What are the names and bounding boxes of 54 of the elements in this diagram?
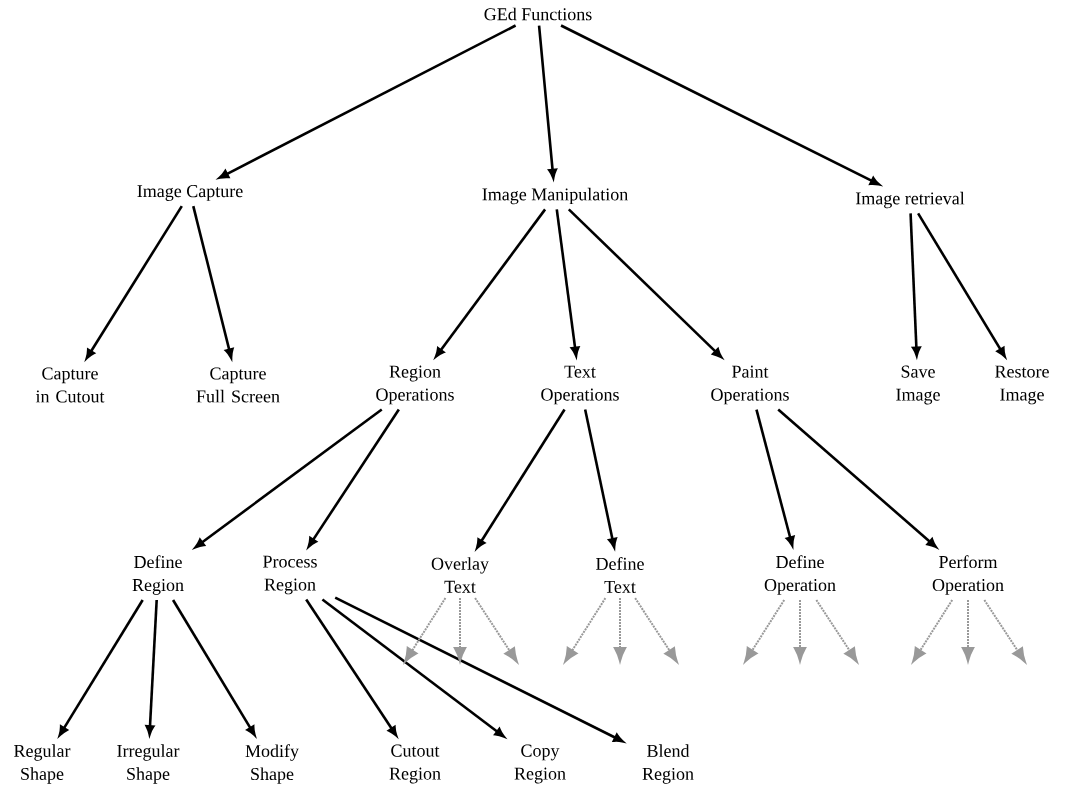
- arrow: [583, 409, 617, 549]
- dotted-arrow: [613, 597, 627, 662]
- arrow: [755, 409, 795, 547]
- arrow: [567, 208, 723, 359]
- arrow: [777, 408, 937, 548]
- node-label: Cutout Region: [389, 744, 441, 784]
- node-label: Paint Operations: [711, 365, 789, 405]
- arrow: [434, 208, 547, 358]
- node-label: Image Capture: [137, 185, 243, 201]
- dotted-arrow: [815, 598, 858, 663]
- node-label: Text Operations: [541, 365, 619, 405]
- arrow: [321, 598, 505, 738]
- arrow: [334, 596, 624, 743]
- arrow: [307, 408, 400, 548]
- node-label: Image retrieval: [855, 191, 965, 209]
- node-label: Perform Operation: [932, 555, 1004, 595]
- arrow: [145, 599, 158, 736]
- arrow: [218, 24, 517, 179]
- dotted-arrow: [404, 597, 447, 663]
- dotted-arrow: [564, 597, 607, 663]
- dotted-arrow: [634, 597, 678, 663]
- dotted-arrow: [474, 597, 518, 663]
- node-label: Restore Image: [995, 365, 1049, 405]
- arrow: [192, 205, 234, 359]
- node-label: Save Image: [896, 365, 940, 405]
- node-label: Define Operation: [764, 555, 836, 595]
- node-label: Copy Region: [514, 744, 566, 784]
- node-label: Regular Shape: [14, 744, 71, 784]
- dotted-arrow: [983, 598, 1026, 663]
- dotted-arrow: [453, 597, 467, 662]
- arrow: [194, 408, 383, 549]
- arrow: [475, 408, 566, 549]
- arrow: [909, 213, 921, 357]
- node-label: Modify Shape: [245, 744, 299, 784]
- node-label: Blend Region: [642, 744, 694, 784]
- arrow: [85, 205, 183, 360]
- arrow: [58, 599, 144, 737]
- dotted-arrow: [744, 598, 786, 663]
- node-label: Overlay Text: [431, 557, 489, 593]
- node-label: Region Operations: [376, 365, 454, 405]
- arrow: [560, 24, 880, 186]
- node-label: Process Region: [263, 555, 317, 595]
- arrow: [917, 212, 1006, 358]
- node-label: Capture in Cutout: [35, 367, 105, 403]
- node-label: Image Manipulation: [482, 187, 628, 205]
- node-label: Irregular Shape: [117, 744, 180, 784]
- dotted-arrow: [912, 598, 954, 663]
- node-label: Define Region: [132, 555, 184, 595]
- arrow: [305, 598, 398, 737]
- dotted-arrow: [793, 598, 807, 662]
- node-label: Capture Full Screen: [196, 367, 280, 403]
- node-label: Define Text: [596, 557, 644, 593]
- node-label: GEd Functions: [484, 7, 592, 21]
- dotted-arrow: [961, 598, 975, 662]
